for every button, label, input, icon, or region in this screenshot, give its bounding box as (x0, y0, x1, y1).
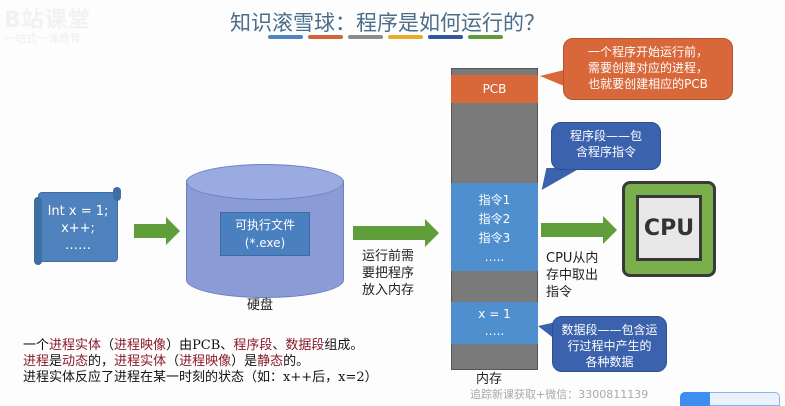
bubble-line: 一个程序开始运行前， (587, 45, 708, 59)
accent-bars (268, 35, 503, 39)
fetch-caption-line: 指令 (546, 285, 573, 300)
data-segment: x = 1 ….. (451, 302, 538, 344)
note-line: 一个进程实体（进程映像）由PCB、程序段、数据段组成。 (23, 338, 448, 354)
bubble-line: 需要创建对应的进程， (587, 61, 708, 75)
disk-cylinder-top (186, 164, 344, 200)
highlight-term: 进程映像 (179, 354, 232, 369)
arrow-right-icon (134, 217, 180, 245)
fetch-caption-line: CPU从内 (546, 251, 599, 266)
cpu-chip-icon: CPU (622, 181, 716, 277)
load-caption: 运行前需 要把程序 放入内存 (362, 248, 414, 299)
memory-label: 内存 (476, 372, 503, 387)
exe-extension: (*.exe) (244, 236, 286, 250)
highlight-term: 进程映像 (114, 338, 167, 353)
highlight-term: 进程实体 (114, 354, 167, 369)
cpu-fetch-caption: CPU从内 存中取出 指令 (546, 250, 598, 301)
note-text: （ (166, 354, 180, 369)
instruction: ….. (484, 250, 505, 264)
accent-bar (268, 35, 303, 39)
arrow-right-icon (541, 216, 617, 244)
highlight-term: 静态 (257, 354, 284, 369)
load-caption-line: 运行前需 (362, 249, 415, 264)
instruction: 指令3 (478, 231, 511, 245)
watermark: 追踪新课获取+微信：3300811139 (470, 388, 649, 401)
code-line: x++; (61, 221, 95, 236)
note-line: 进程是动态的，进程实体（进程映像）是静态的。 (23, 354, 448, 370)
bubble-tail (540, 70, 564, 86)
highlight-term: 数据段 (285, 338, 325, 353)
bubble-tail (538, 322, 556, 340)
bubble-line: 含程序指令 (575, 145, 636, 159)
instruction: 指令2 (478, 212, 511, 226)
note-text: 是 (49, 354, 63, 369)
exe-label: 可执行文件 (234, 218, 295, 232)
accent-bar (428, 35, 463, 39)
note-text: 的， (88, 354, 115, 369)
note-text: 组成。 (324, 338, 364, 353)
pcb-segment: PCB (451, 75, 538, 103)
bubble-line: 程序段——包 (569, 129, 642, 143)
load-caption-line: 要把程序 (362, 266, 415, 281)
code-note-bubble: 程序段——包 含程序指令 (551, 122, 661, 170)
code-segment: 指令1 指令2 指令3 ….. (451, 183, 538, 271)
note-text: 、 (272, 338, 286, 353)
accent-bar (388, 35, 423, 39)
fetch-caption-line: 存中取出 (546, 268, 599, 283)
note-text: 一个 (23, 338, 50, 353)
highlight-term: 程序段 (233, 338, 273, 353)
data-value: ….. (484, 324, 505, 338)
note-text: （ (101, 338, 115, 353)
bubble-line: 也就要创建相应的PCB (588, 77, 708, 91)
executable-file: 可执行文件 (*.exe) (220, 212, 310, 256)
bubble-line: 数据段——包含运 (561, 323, 658, 337)
note-text: 的。 (283, 354, 310, 369)
pcb-note-bubble: 一个程序开始运行前， 需要创建对应的进程， 也就要创建相应的PCB (563, 38, 733, 100)
data-note-bubble: 数据段——包含运 行过程中产生的 各种数据 (552, 316, 667, 372)
disk-label: 硬盘 (247, 298, 274, 313)
source-code-scroll: Int x = 1; x++; …… (34, 187, 121, 265)
logo: B站课堂 (4, 8, 91, 33)
instruction: 指令1 (478, 193, 511, 207)
page-title: 知识滚雪球：程序是如何运行的？ (230, 11, 545, 35)
cpu-chip-label: CPU (636, 195, 702, 261)
accent-bar (308, 35, 343, 39)
accent-bar (348, 35, 383, 39)
code-line: Int x = 1; (47, 204, 109, 219)
highlight-term: 进程实体 (49, 338, 102, 353)
note-text: ）是 (231, 354, 258, 369)
bubble-line: 各种数据 (585, 355, 634, 369)
code-line: …… (65, 238, 91, 253)
highlight-term: 进程 (23, 354, 50, 369)
load-caption-line: 放入内存 (362, 283, 415, 298)
note-line: 进程实体反应了进程在某一时刻的状态（如：x++后，x=2） (23, 370, 378, 385)
bubble-line: 行过程中产生的 (567, 339, 652, 353)
highlight-term: 动态 (62, 354, 89, 369)
notes: 一个进程实体（进程映像）由PCB、程序段、数据段组成。 进程是动态的，进程实体（… (23, 338, 448, 386)
logo-subtitle: 一站式一课教育 (4, 32, 81, 45)
data-value: x = 1 (478, 307, 511, 321)
accent-bar (468, 35, 503, 39)
note-text: ）由PCB、 (166, 338, 234, 353)
arrow-right-icon (353, 219, 439, 247)
bubble-tail (533, 168, 581, 190)
